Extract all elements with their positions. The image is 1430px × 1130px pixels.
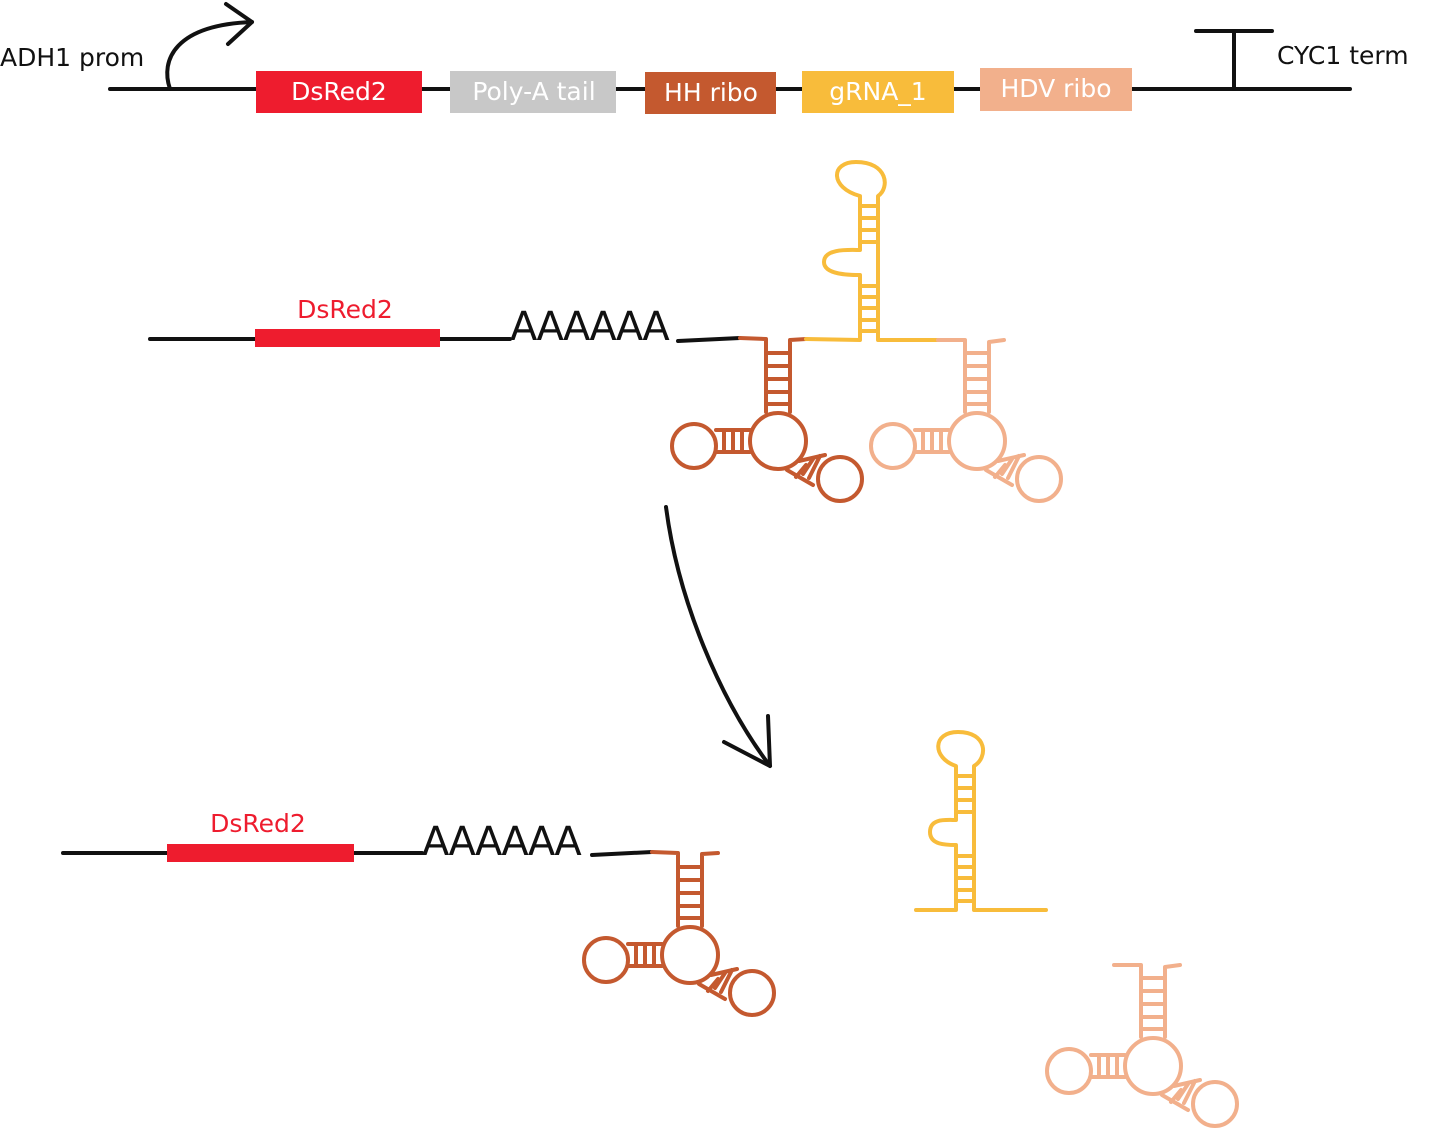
part-grna-1-label: gRNA_1: [829, 77, 926, 106]
part-grna-1-box: [802, 71, 954, 113]
processing-arrow-icon: [664, 505, 772, 768]
processed-tail-line: [590, 850, 654, 857]
processed-polya-text: AAAAAA: [422, 819, 582, 865]
hdv-ribozyme-attached: [869, 338, 1063, 503]
part-hdv-ribo-box: [980, 68, 1132, 111]
part-grna-1: gRNA_1: [802, 71, 954, 113]
transcript-polya-text: AAAAAA: [510, 304, 670, 350]
part-hdv-ribo-label: HDV ribo: [1000, 74, 1111, 103]
grna-released: [914, 730, 1048, 912]
promoter-label: ADH1 prom: [0, 43, 144, 72]
promoter-arrow-icon: [165, 2, 254, 91]
processed-products: DsRed2 AAAAAA: [61, 730, 1239, 1128]
part-hh-ribo: HH ribo: [645, 72, 776, 114]
transcript-dsred2-label: DsRed2: [297, 295, 393, 324]
transcript: DsRed2 AAAAAA: [148, 160, 1063, 503]
grna-attached: [804, 160, 940, 342]
part-dsred2: DsRed2: [256, 71, 422, 113]
processed-dsred2-label: DsRed2: [210, 809, 306, 838]
part-polya-tail-box: [450, 71, 616, 113]
part-dsred2-box: [256, 71, 422, 113]
terminator-label: CYC1 term: [1277, 41, 1409, 70]
part-hdv-ribo: HDV ribo: [980, 68, 1132, 111]
hdv-ribozyme-released: [1045, 963, 1239, 1128]
processed-dsred2-bar: [167, 844, 354, 862]
part-polya-tail: Poly-A tail: [450, 71, 616, 113]
part-hh-ribo-label: HH ribo: [664, 78, 758, 107]
hh-ribozyme-attached: [670, 336, 864, 503]
terminator-icon: [1194, 29, 1274, 91]
transcript-tail-line: [676, 336, 742, 343]
construct: ADH1 prom CYC1 term DsRed2 Poly-A tail H…: [0, 2, 1409, 114]
hh-ribozyme-cleaved: [582, 850, 776, 1017]
part-dsred2-label: DsRed2: [291, 77, 387, 106]
part-hh-ribo-box: [645, 72, 776, 114]
part-polya-tail-label: Poly-A tail: [472, 77, 595, 106]
transcript-dsred2-bar: [255, 329, 440, 347]
